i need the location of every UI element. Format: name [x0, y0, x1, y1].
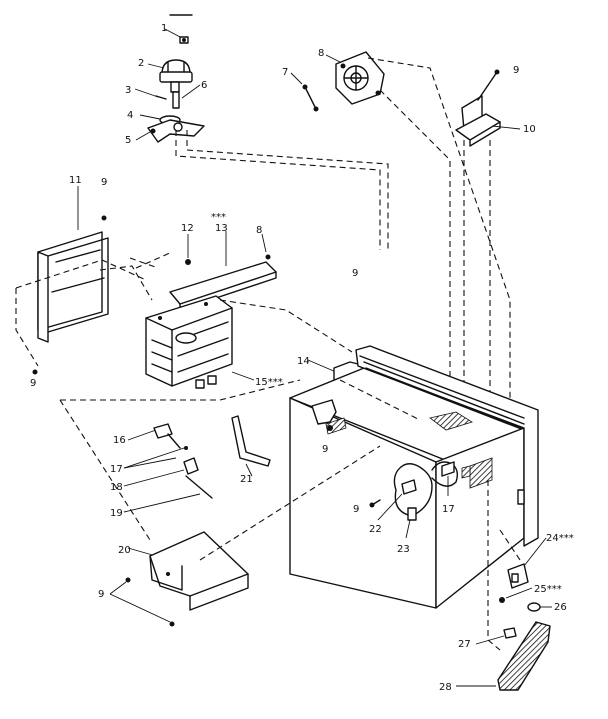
label-8: 8 [318, 48, 324, 59]
part-7-screws [290, 72, 319, 112]
label-9-front: 9 [353, 504, 359, 515]
label-9-mid: 9 [352, 268, 358, 279]
label-16: 16 [113, 435, 126, 446]
part-8-fan-motor [325, 51, 385, 105]
label-6: 6 [201, 80, 207, 91]
label-21: 21 [240, 474, 253, 485]
label-7: 7 [282, 67, 288, 78]
label-20: 20 [118, 545, 131, 556]
cabinet-box [289, 345, 539, 609]
part-11-side-panel [37, 186, 109, 343]
label-8-lower: 8 [256, 225, 262, 236]
label-9-box: 9 [322, 444, 328, 455]
label-15: 15*** [255, 377, 283, 388]
label-10: 10 [523, 124, 536, 135]
part-12-screw [185, 234, 191, 265]
part-20-duct [127, 531, 249, 611]
label-11: 11 [69, 175, 82, 186]
label-5: 5 [125, 135, 131, 146]
label-12: 12 [181, 223, 194, 234]
screws-9-bottom [109, 577, 175, 627]
part-25-switch [499, 587, 533, 603]
part-23-switch [405, 507, 417, 539]
part-19-fuse [123, 475, 213, 513]
part-1-screw [164, 28, 189, 44]
part-18-fuse-holder [123, 457, 199, 487]
label-9-left-top: 9 [101, 177, 107, 188]
part-26-lamp [527, 602, 552, 612]
label-9-bottom: 9 [98, 589, 104, 600]
part-24-switch [507, 537, 547, 589]
label-22: 22 [369, 524, 382, 535]
label-28: 28 [439, 682, 452, 693]
label-14: 14 [297, 356, 310, 367]
label-3: 3 [125, 85, 131, 96]
part-27-socket [475, 627, 517, 645]
screw-9-left [32, 369, 38, 375]
label-27: 27 [458, 639, 471, 650]
label-17-left: 17 [110, 464, 123, 475]
part-6-pin [172, 84, 201, 109]
label-2: 2 [138, 58, 144, 69]
part-15-magnetron [145, 295, 255, 389]
label-26: 26 [554, 602, 567, 613]
label-9-left: 9 [30, 378, 36, 389]
part-13-cover-plate [169, 231, 277, 311]
label-9-top: 9 [513, 65, 519, 76]
part-21-rod [231, 415, 271, 477]
screw-9-front [369, 499, 381, 508]
part-10-bracket [455, 69, 521, 147]
label-18: 18 [110, 482, 123, 493]
part-3-clip [134, 88, 167, 100]
label-24: 24*** [546, 533, 574, 544]
screw-8-right [261, 233, 271, 260]
label-25: 25*** [534, 584, 562, 595]
part-17-wire [123, 446, 188, 469]
label-17-right: 17 [442, 504, 455, 515]
part-28-foot [456, 621, 551, 691]
label-1: 1 [161, 23, 167, 34]
label-13: 13 [215, 223, 228, 234]
label-13-stars: *** [211, 212, 226, 223]
part-labels: 1 2 3 6 4 5 8 7 9 10 11 9 *** 13 12 8 9 … [30, 23, 574, 693]
part-17-switch-right [441, 461, 455, 496]
part-5-bracket [135, 119, 205, 143]
label-23: 23 [397, 544, 410, 555]
label-19: 19 [110, 508, 123, 519]
part-22-latch [377, 479, 417, 521]
part-16-bracket [127, 423, 181, 449]
label-4: 4 [127, 110, 133, 121]
part-2-thermostat [147, 59, 193, 93]
